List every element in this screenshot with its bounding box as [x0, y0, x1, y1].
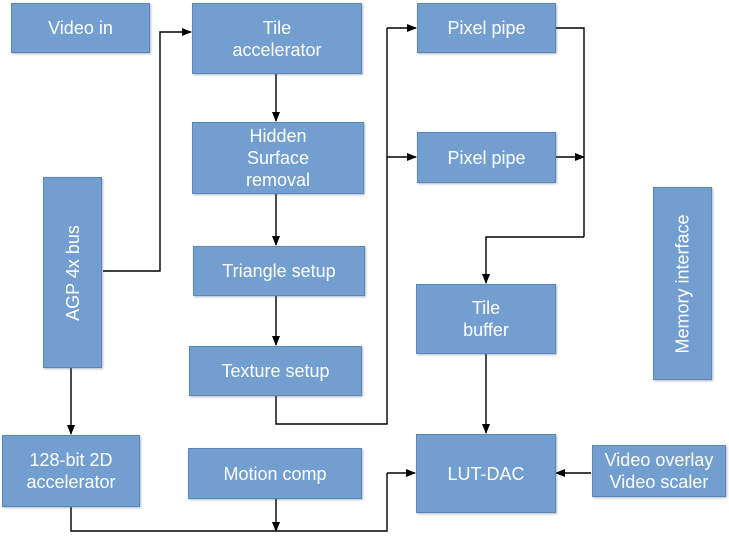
tile-buffer-label: Tile buffer — [463, 298, 509, 340]
triangle-setup-label: Triangle setup — [222, 261, 336, 281]
lut-dac-block: LUT-DAC — [416, 434, 556, 513]
texture-setup-block: Texture setup — [189, 346, 362, 396]
video-in-label: Video in — [48, 18, 113, 38]
texture-setup-to-pixel-pipe-line — [275, 28, 388, 425]
video-in-block: Video in — [11, 3, 150, 53]
pixel-pipe-1-output-line — [556, 27, 585, 237]
pixel-pipe-2-label: Pixel pipe — [447, 147, 526, 168]
video-overlay-scaler-label: Video overlay Video scaler — [604, 450, 714, 492]
hidden-surface-removal-label: Hidden Surface removal — [245, 126, 311, 190]
triangle-setup-block: Triangle setup — [193, 246, 365, 296]
tile-accelerator-block: Tile accelerator — [192, 3, 362, 74]
pixel-pipe-1-label: Pixel pipe — [447, 18, 526, 38]
tile-accelerator-label: Tile accelerator — [232, 17, 322, 60]
motion-comp-label: Motion comp — [223, 463, 327, 484]
tile-buffer-block: Tile buffer — [416, 284, 556, 354]
video-overlay-scaler-block: Video overlay Video scaler — [592, 445, 726, 497]
motion-comp-block: Motion comp — [188, 448, 362, 499]
2d-accelerator-block: 128-bit 2D accelerator — [2, 435, 140, 507]
pixel-pipe-1-block: Pixel pipe — [417, 3, 556, 53]
agp-bus-label: AGP 4x bus — [62, 224, 83, 321]
2d-accelerator-label: 128-bit 2D accelerator — [26, 450, 116, 492]
hidden-surface-removal-block: Hidden Surface removal — [192, 122, 364, 194]
memory-interface-block: Memory interface — [653, 187, 712, 380]
2d-accelerator-to-lut-dac-line — [70, 473, 388, 532]
memory-interface-label: Memory interface — [672, 213, 693, 354]
lut-dac-label: LUT-DAC — [447, 463, 525, 484]
agp-to-tile-accelerator-arrow — [103, 28, 192, 272]
to-tile-buffer-arrow — [482, 236, 584, 284]
agp-bus-block: AGP 4x bus — [43, 177, 102, 368]
texture-setup-label: Texture setup — [221, 361, 330, 381]
pixel-pipe-2-block: Pixel pipe — [417, 132, 556, 183]
